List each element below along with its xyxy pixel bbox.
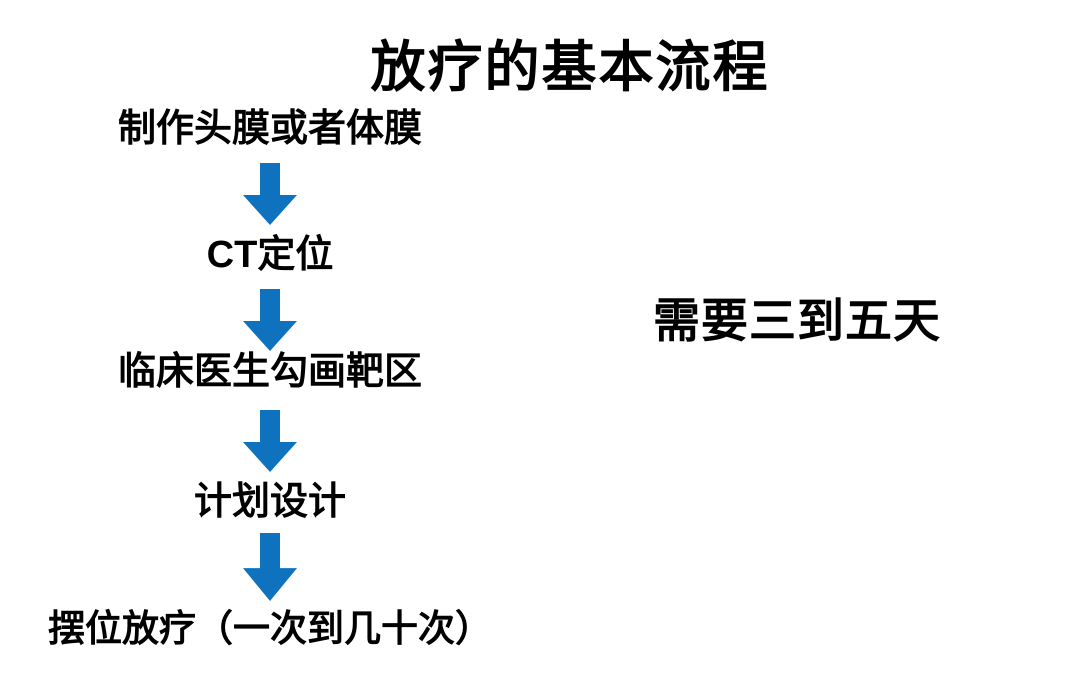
down-arrow-icon bbox=[243, 533, 297, 601]
flow-step-ct-localization: CT定位 bbox=[206, 234, 334, 276]
flowchart: 制作头膜或者体膜 CT定位 临床医生勾画靶区 计划设计 摆位放疗（一次到几十次） bbox=[48, 108, 492, 649]
flow-step-positioning-radiotherapy: 摆位放疗（一次到几十次） bbox=[48, 608, 492, 649]
page-title: 放疗的基本流程 bbox=[370, 36, 770, 98]
flow-step-plan-design: 计划设计 bbox=[193, 481, 346, 523]
flow-step-target-delineation: 临床医生勾画靶区 bbox=[117, 351, 422, 393]
duration-annotation: 需要三到五天 bbox=[653, 294, 941, 347]
down-arrow-icon bbox=[243, 289, 297, 351]
down-arrow-icon bbox=[243, 163, 297, 225]
flow-step-make-mask: 制作头膜或者体膜 bbox=[117, 108, 422, 150]
down-arrow-icon bbox=[243, 410, 297, 472]
